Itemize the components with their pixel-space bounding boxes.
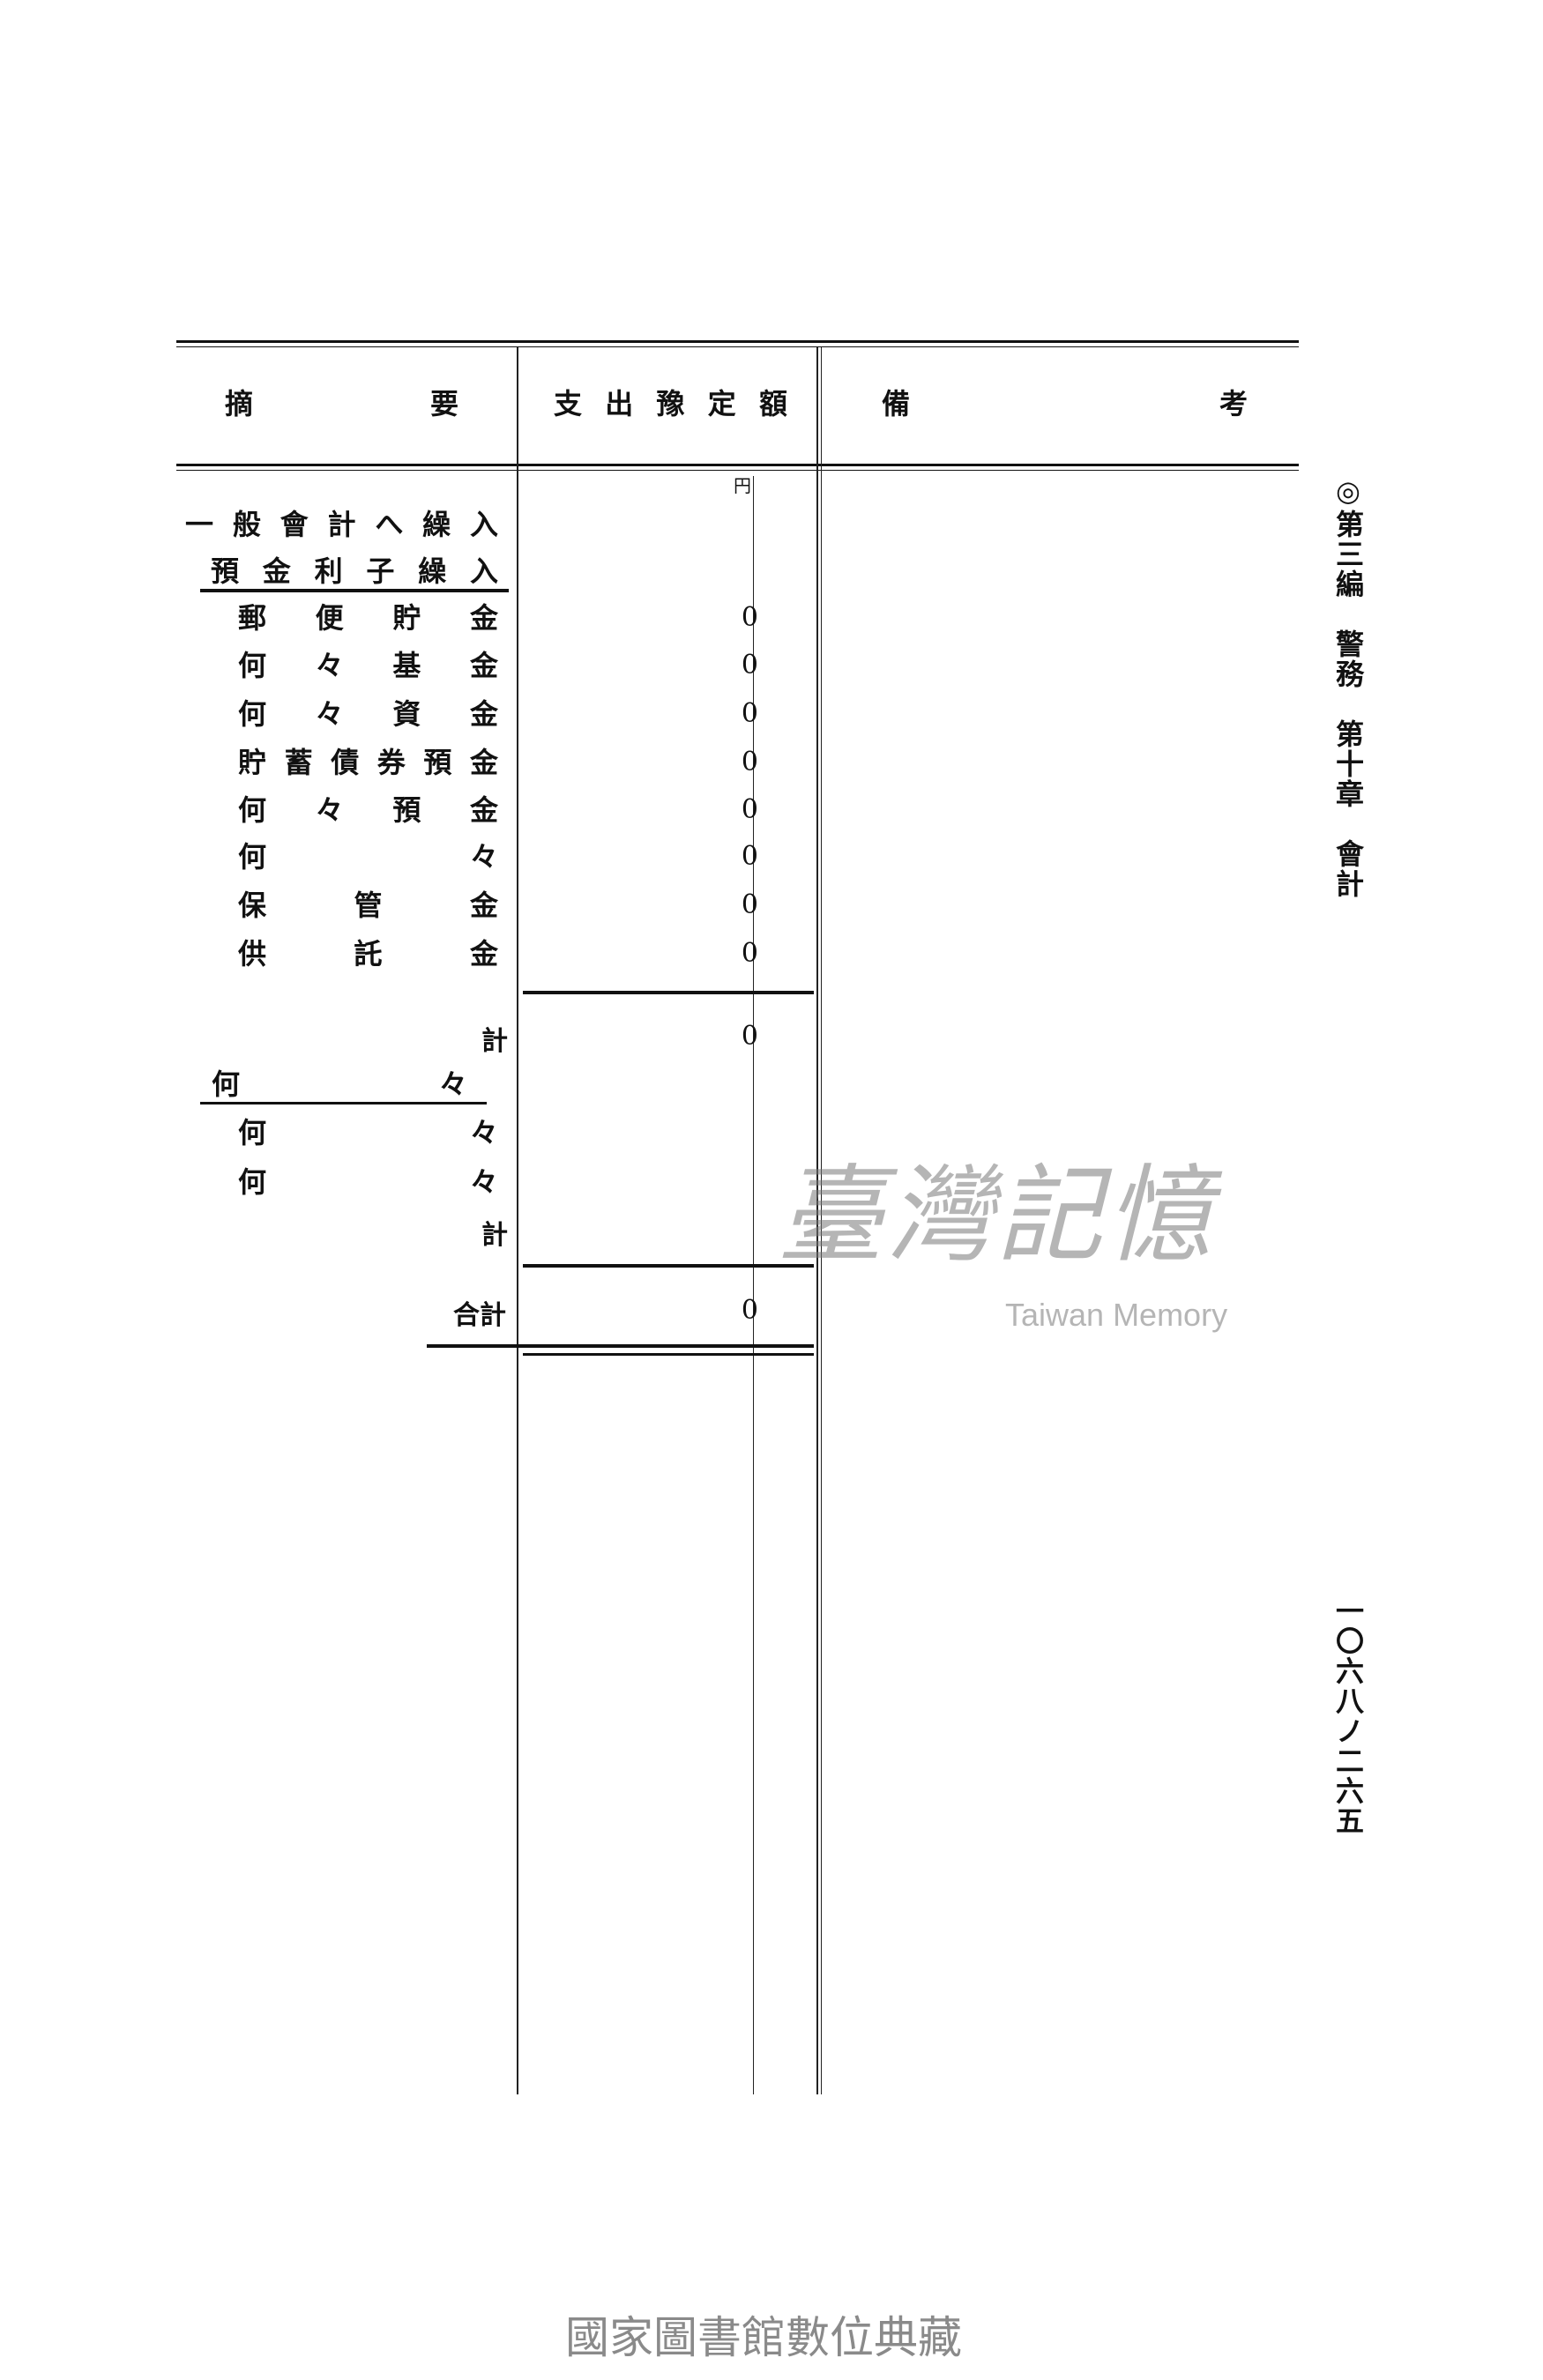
total-rule-inner	[523, 1353, 814, 1356]
page-number: 一〇六八ノ二六五	[1331, 1596, 1365, 1836]
column-divider-1	[517, 347, 518, 2094]
row-value: 0	[741, 841, 758, 872]
row-label: 何 々 資 金	[238, 697, 498, 731]
row-value: 0	[741, 747, 758, 777]
row-label: 何 々 預 金	[238, 793, 498, 827]
column-divider-2b	[821, 347, 822, 2094]
group2-underline	[200, 1102, 487, 1104]
section-title: 一 般 會 計 へ 繰 入	[185, 508, 498, 541]
subtotal-rule-2	[523, 1264, 814, 1268]
unit-label: 円	[734, 475, 751, 496]
chapter-heading: ◎第三編 警務 第十章 會計	[1331, 474, 1365, 899]
footer-credit: 國家圖書館數位典藏	[565, 2312, 962, 2363]
header-bottom-rule-inner	[176, 470, 1299, 471]
subtotal-rule	[523, 991, 814, 994]
row-label: 供 託 金	[238, 937, 498, 971]
row-label: 郵 便 貯 金	[238, 601, 498, 635]
group1-subtotal-value: 0	[741, 1021, 758, 1052]
row-label: 何 々	[238, 1116, 498, 1149]
row-label: 保 管 金	[238, 889, 498, 922]
row-value: 0	[741, 794, 758, 825]
row-label: 何 々	[238, 840, 498, 874]
total-rule	[427, 1344, 814, 1348]
watermark-latin: Taiwan Memory	[1005, 1297, 1228, 1333]
watermark-logo: 臺灣記憶	[778, 1155, 1215, 1277]
header-summary: 摘 要	[225, 387, 458, 420]
group1-subtotal-label: 計	[481, 1026, 508, 1057]
row-label: 貯 蓄 債 券 預 金	[238, 746, 498, 779]
top-rule	[176, 340, 1299, 343]
column-divider-2	[816, 347, 818, 2094]
group2-subtotal-label: 計	[481, 1220, 508, 1251]
header-remarks: 備 考	[882, 387, 1248, 420]
row-value: 0	[741, 938, 758, 969]
row-value: 0	[741, 602, 758, 633]
row-label: 何 々	[238, 1165, 498, 1199]
header-bottom-rule	[176, 464, 1299, 466]
header-budget: 支 出 豫 定 額	[554, 387, 787, 420]
row-label: 何 々 基 金	[238, 649, 498, 682]
top-rule-inner	[176, 346, 1299, 347]
group1-title: 預 金 利 子 繰 入	[211, 554, 498, 588]
group1-underline	[200, 589, 509, 592]
row-value: 0	[741, 650, 758, 681]
group2-title: 何 々	[212, 1067, 467, 1101]
total-label: 合計	[453, 1300, 506, 1331]
yen-column-line	[753, 476, 754, 2094]
row-value: 0	[741, 889, 758, 920]
row-value: 0	[741, 698, 758, 729]
total-value: 0	[741, 1295, 758, 1326]
